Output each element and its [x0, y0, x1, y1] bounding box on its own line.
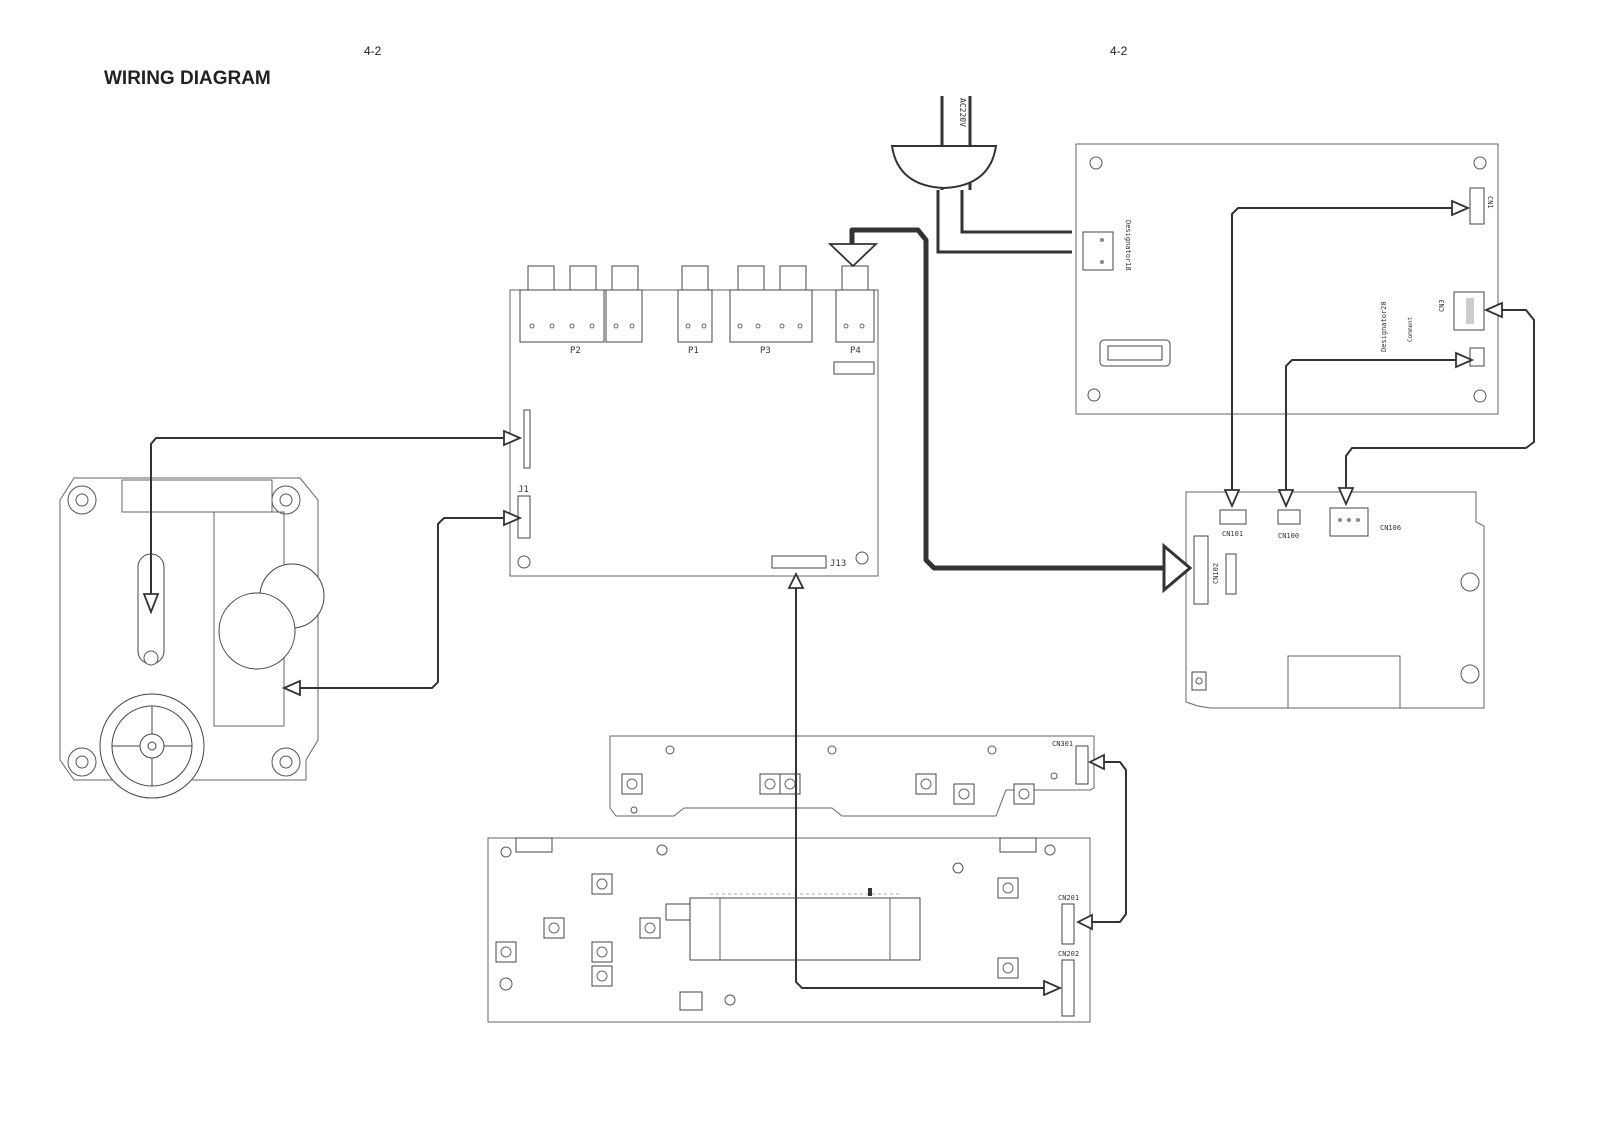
ac-plug-label: AC220V — [958, 98, 967, 127]
key-board: CN301 — [609, 735, 1095, 817]
j1-label: J1 — [518, 485, 529, 495]
cn3-label: CN3 — [1438, 299, 1446, 312]
display-board: CN201 CN202 — [487, 837, 1091, 1023]
cn100-label: CN100 — [1278, 532, 1299, 540]
p2-label: P2 — [570, 346, 581, 356]
page-title: WIRING DIAGRAM — [104, 68, 271, 89]
cn1-label: CN1 — [1486, 196, 1494, 209]
dsp-board: CN102 CN101 CN100 CN106 — [1185, 491, 1485, 709]
cn201-label: CN201 — [1058, 894, 1079, 902]
page-number-right: 4-2 — [1110, 44, 1128, 58]
wires — [142, 199, 1535, 997]
power-board: Designator18 Designator20 Comment CN1 CN… — [1075, 143, 1499, 415]
comment-label: Comment — [1407, 316, 1414, 342]
ac-plug: AC220V — [890, 96, 1072, 254]
cn301-label: CN301 — [1052, 740, 1073, 748]
cn202-label: CN202 — [1058, 950, 1079, 958]
p4-label: P4 — [850, 346, 861, 356]
designator18-label: Designator18 — [1124, 220, 1132, 271]
cn101-label: CN101 — [1222, 530, 1243, 538]
designator20-label: Designator20 — [1380, 301, 1388, 352]
page-number-left: 4-2 — [364, 44, 382, 58]
p1-label: P1 — [688, 346, 699, 356]
dvd-loader-mechanism — [59, 477, 325, 799]
cn106-label: CN106 — [1380, 524, 1401, 532]
p3-label: P3 — [760, 346, 771, 356]
j13-label: J13 — [830, 559, 846, 569]
main-board: P2 P1 P3 P4 J1 J13 — [509, 265, 879, 577]
cn102-label: CN102 — [1212, 563, 1220, 584]
